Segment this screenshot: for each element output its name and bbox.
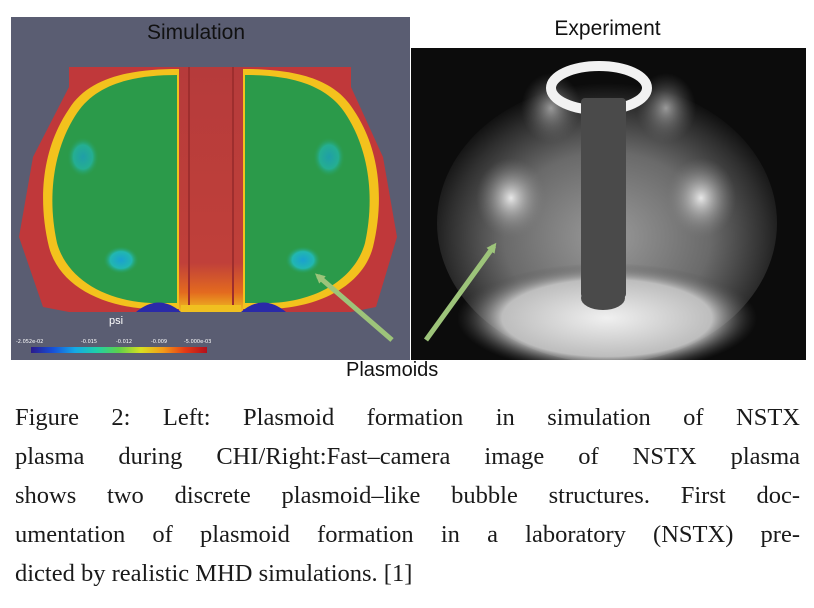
divertor-left (136, 302, 181, 312)
colorbar (31, 347, 207, 353)
caption-line: plasma during CHI/Right:Fast–camera imag… (15, 443, 800, 470)
colorbar-tick: -0.009 (151, 339, 168, 345)
figure: Simulation psi -2.052e-02 -0.015 -0.012 … (11, 17, 806, 381)
colorbar-tick: -5.000e-03 (184, 339, 212, 345)
annotation-arrows (314, 242, 497, 342)
plasmoid-left (103, 246, 139, 274)
plasmoid-right (285, 246, 321, 274)
simulation-panel: Simulation psi -2.052e-02 -0.015 -0.012 … (11, 17, 410, 360)
caption-line: umentation of plasmoid formation in a la… (15, 521, 800, 548)
experiment-title: Experiment (554, 17, 661, 40)
plasmoids-label: Plasmoids (346, 359, 439, 381)
colorbar-tick: -2.052e-02 (16, 339, 44, 345)
simulation-render (19, 67, 397, 312)
divertor-right (241, 302, 286, 312)
bubble-right (666, 158, 736, 238)
colorbar-tick: -0.012 (116, 339, 133, 345)
arrow-right (423, 242, 497, 342)
center-stack (581, 98, 626, 298)
colorbar-labels: -2.052e-02 -0.015 -0.012 -0.009 -5.000e-… (16, 339, 226, 349)
figure-caption: Figure 2: Left: Plasmoid formation in si… (15, 398, 800, 593)
left-lobe (52, 75, 178, 303)
colorbar-tick: -0.015 (81, 339, 98, 345)
caption-line: dicted by realistic MHD simulations. [1] (15, 560, 413, 587)
bubble-left (476, 158, 546, 238)
camera-image (437, 61, 777, 360)
simulation-title: Simulation (146, 21, 246, 44)
upper-blob-left (67, 137, 99, 177)
caption-line: shows two discrete plasmoid–like bubble … (15, 482, 800, 509)
experiment-panel (411, 48, 806, 360)
upper-blob-right (313, 137, 345, 177)
right-lobe (245, 75, 370, 303)
caption-line: Figure 2: Left: Plasmoid formation in si… (15, 404, 800, 431)
field-label: psi (109, 315, 124, 327)
arrow-left (314, 273, 394, 342)
